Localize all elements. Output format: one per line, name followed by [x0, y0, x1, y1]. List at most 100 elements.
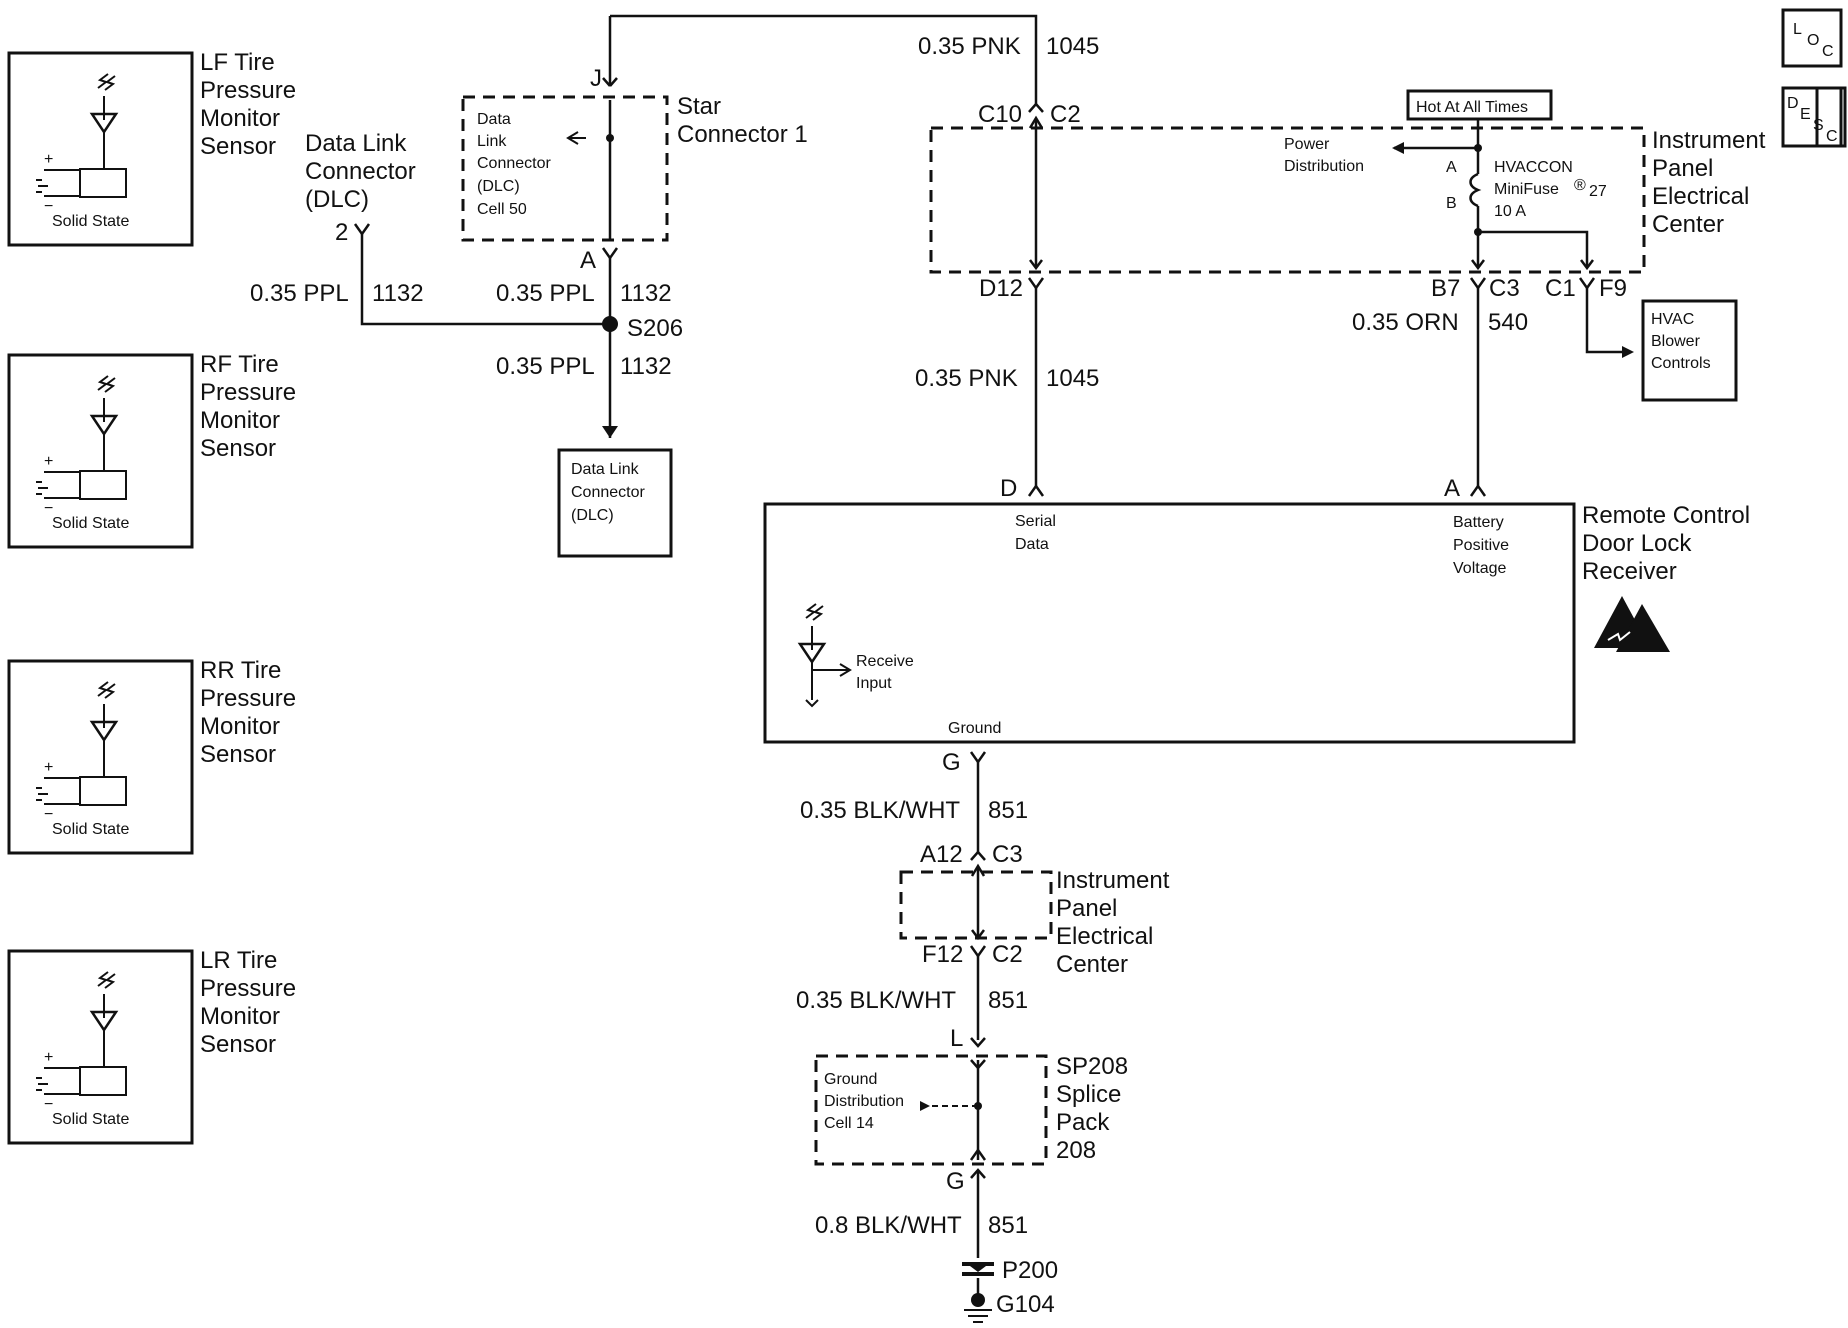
svg-text:Hot At All Times: Hot At All Times: [1416, 99, 1528, 116]
ipec-bottom: A12 C3 F12 C2 Instrument Panel Electrica…: [899, 841, 1170, 978]
svg-text:MiniFuse: MiniFuse: [1494, 181, 1559, 198]
svg-text:Data Link: Data Link: [305, 130, 407, 157]
dlc-connector: Data Link Connector (DLC) 2: [305, 130, 610, 326]
svg-text:Solid State: Solid State: [52, 213, 129, 230]
svg-text:10 A: 10 A: [1494, 203, 1526, 220]
wire-851-a: 0.35 BLK/WHT 851: [800, 797, 1028, 824]
wire-1045-top: 0.35 PNK 1045: [918, 33, 1099, 60]
wire-851-c: 0.8 BLK/WHT 851: [815, 1212, 1028, 1239]
svg-text:(DLC): (DLC): [305, 186, 369, 213]
svg-text:1132: 1132: [372, 280, 424, 307]
svg-text:Sensor: Sensor: [200, 435, 276, 462]
svg-text:1045: 1045: [1046, 33, 1099, 60]
svg-text:Connector: Connector: [305, 158, 416, 185]
wire-1132-right: 0.35 PPL 1132: [496, 280, 672, 307]
svg-text:F12: F12: [922, 941, 963, 968]
svg-text:HVAC: HVAC: [1651, 311, 1694, 328]
svg-text:−: −: [44, 1096, 53, 1113]
svg-text:Cell 14: Cell 14: [824, 1115, 874, 1132]
svg-text:J: J: [590, 65, 602, 92]
svg-text:B7: B7: [1431, 275, 1460, 302]
svg-text:Receiver: Receiver: [1582, 558, 1677, 585]
svg-text:+: +: [44, 1049, 53, 1066]
svg-text:C10: C10: [978, 101, 1022, 128]
svg-text:HVACCON: HVACCON: [1494, 159, 1573, 176]
svg-text:Instrument: Instrument: [1652, 127, 1766, 154]
svg-text:Sensor: Sensor: [200, 1031, 276, 1058]
svg-text:E: E: [1800, 106, 1811, 123]
svg-text:F9: F9: [1599, 275, 1627, 302]
svg-text:Pressure: Pressure: [200, 975, 296, 1002]
wire-851-b: 0.35 BLK/WHT 851: [796, 987, 1028, 1014]
sensor-rr: + − Solid State RR Tire Pressure Monitor…: [7, 657, 296, 855]
esd-warning-icon: [1594, 596, 1670, 652]
splice-s206: S206: [627, 315, 683, 342]
svg-text:C: C: [1826, 128, 1838, 145]
dlc-box: Data Link Connector (DLC): [557, 448, 673, 558]
svg-text:Connector 1: Connector 1: [677, 121, 808, 148]
svg-text:1132: 1132: [620, 280, 672, 307]
svg-text:851: 851: [988, 987, 1028, 1014]
svg-text:Pressure: Pressure: [200, 685, 296, 712]
svg-text:+: +: [44, 453, 53, 470]
svg-text:Receive: Receive: [856, 653, 914, 670]
svg-text:1132: 1132: [620, 353, 672, 380]
svg-text:Sensor: Sensor: [200, 741, 276, 768]
door-lock-receiver: D A Serial Data Battery Positive Voltage…: [763, 475, 1750, 744]
svg-text:2: 2: [335, 219, 348, 246]
svg-text:Connector: Connector: [477, 155, 551, 172]
svg-text:−: −: [44, 806, 53, 823]
svg-text:208: 208: [1056, 1137, 1096, 1164]
svg-text:0.35 BLK/WHT: 0.35 BLK/WHT: [800, 797, 960, 824]
svg-text:L: L: [950, 1025, 963, 1052]
svg-text:0.35 BLK/WHT: 0.35 BLK/WHT: [796, 987, 956, 1014]
svg-text:27: 27: [1589, 183, 1607, 200]
svg-text:Instrument: Instrument: [1056, 867, 1170, 894]
svg-text:0.35 PPL: 0.35 PPL: [250, 280, 349, 307]
svg-text:Monitor: Monitor: [200, 105, 280, 132]
splice-s206-dot: [602, 316, 618, 332]
svg-text:C2: C2: [1050, 101, 1081, 128]
svg-text:D: D: [1787, 95, 1799, 112]
svg-text:Solid State: Solid State: [52, 1111, 129, 1128]
svg-text:Solid State: Solid State: [52, 515, 129, 532]
svg-text:Data: Data: [1015, 536, 1049, 553]
svg-text:Monitor: Monitor: [200, 1003, 280, 1030]
svg-text:L: L: [1793, 21, 1802, 38]
svg-text:G: G: [946, 1168, 965, 1195]
svg-text:A: A: [580, 247, 596, 274]
svg-text:C3: C3: [1489, 275, 1520, 302]
svg-text:Ground: Ground: [948, 720, 1001, 737]
svg-text:Sensor: Sensor: [200, 133, 276, 160]
svg-text:Data: Data: [477, 111, 511, 128]
svg-text:(DLC): (DLC): [477, 178, 520, 195]
svg-text:D: D: [1000, 475, 1017, 502]
svg-text:Electrical: Electrical: [1056, 923, 1153, 950]
svg-text:Ground: Ground: [824, 1071, 877, 1088]
svg-text:Pressure: Pressure: [200, 379, 296, 406]
svg-text:Star: Star: [677, 93, 721, 120]
svg-text:Center: Center: [1056, 951, 1128, 978]
svg-text:Monitor: Monitor: [200, 407, 280, 434]
svg-text:Distribution: Distribution: [1284, 158, 1364, 175]
svg-text:P200: P200: [1002, 1257, 1058, 1284]
svg-text:Cell 50: Cell 50: [477, 201, 527, 218]
hvac-blower-box: HVAC Blower Controls: [1641, 299, 1738, 402]
sensor-lf: + − Solid State LF Tire Pressure Monitor…: [7, 49, 296, 247]
svg-text:LF Tire: LF Tire: [200, 49, 275, 76]
svg-text:Pressure: Pressure: [200, 77, 296, 104]
svg-text:Blower: Blower: [1651, 333, 1701, 350]
receiver-pin-g: G: [942, 749, 961, 776]
svg-text:Power: Power: [1284, 136, 1330, 153]
wire-540: 0.35 ORN 540: [1352, 309, 1528, 336]
splice-pack-sp208: L G Ground Distribution Cell 14 SP208 Sp…: [814, 1025, 1128, 1195]
svg-text:A12: A12: [920, 841, 963, 868]
sensor-rf: + − Solid State RF Tire Pressure Monitor…: [7, 351, 296, 549]
svg-text:540: 540: [1488, 309, 1528, 336]
svg-text:851: 851: [988, 1212, 1028, 1239]
svg-text:Panel: Panel: [1056, 895, 1117, 922]
svg-text:Controls: Controls: [1651, 355, 1711, 372]
svg-text:Data Link: Data Link: [571, 461, 640, 478]
svg-text:Input: Input: [856, 675, 892, 692]
